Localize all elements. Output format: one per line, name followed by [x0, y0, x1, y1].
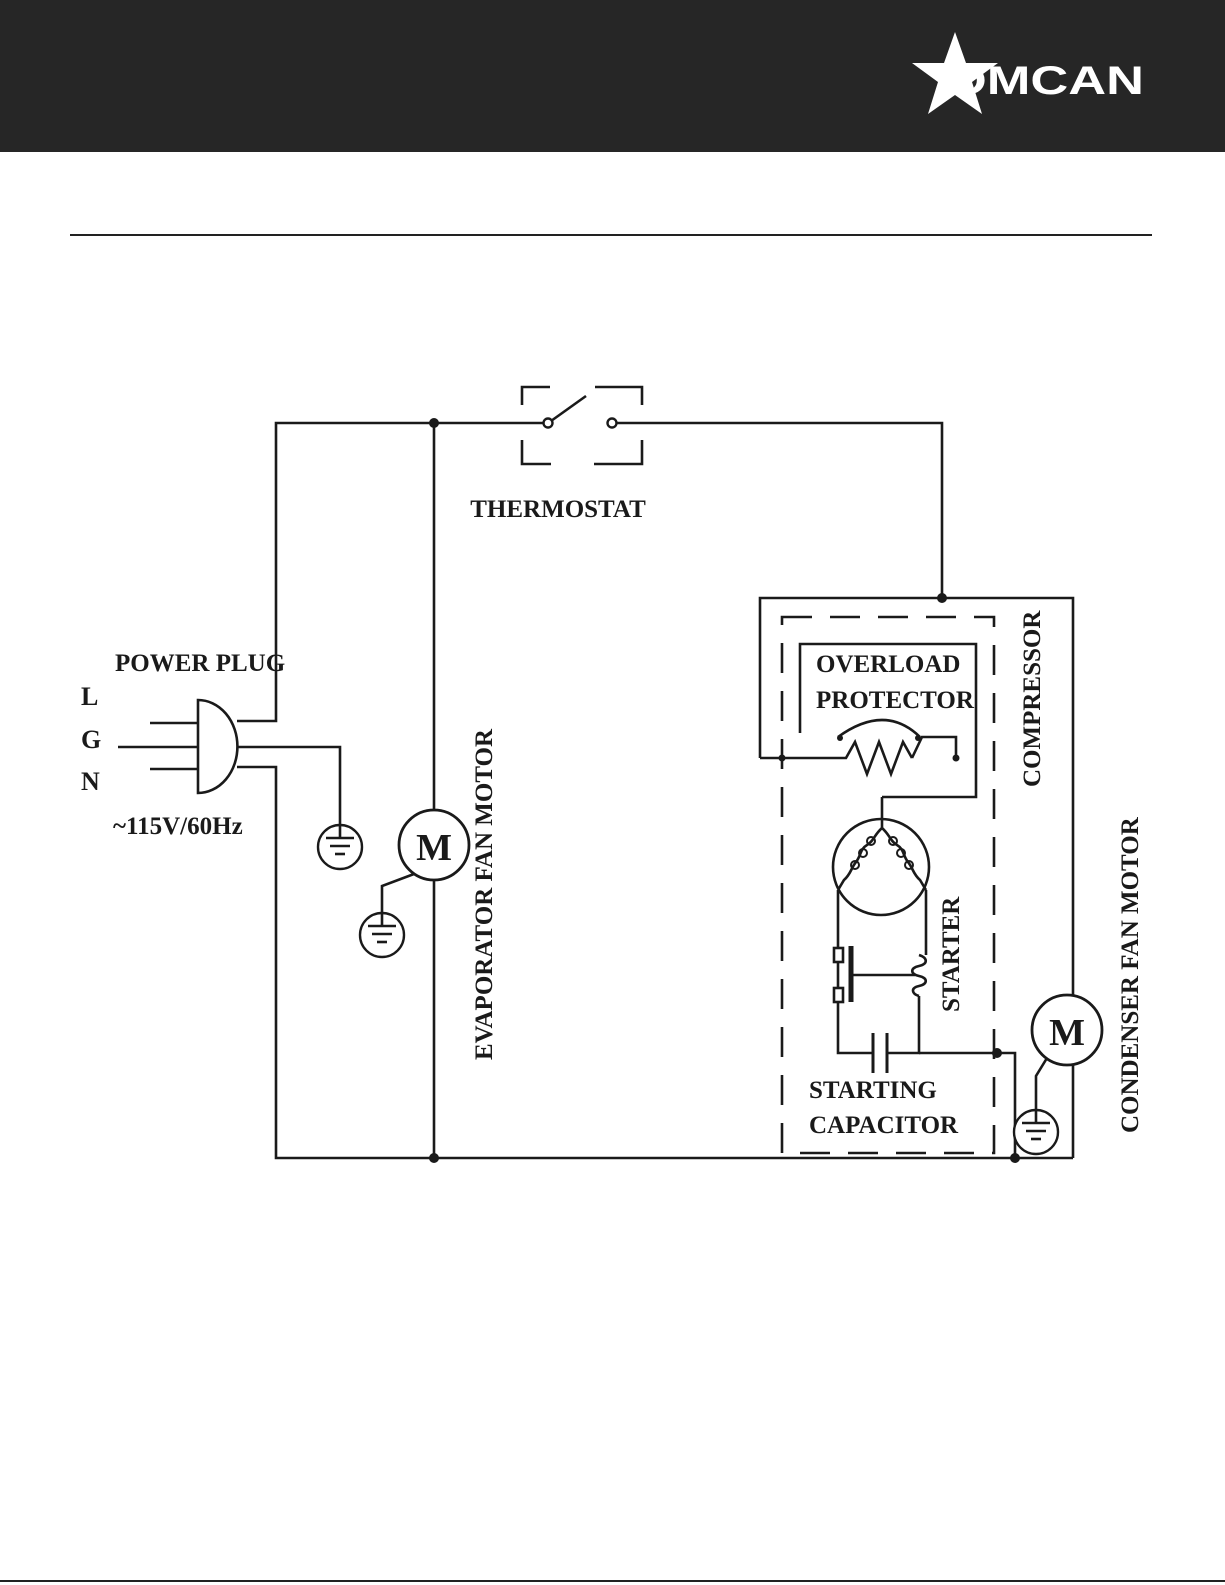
ground-wire [237, 747, 340, 825]
thermostat-to-compressor-wire [640, 423, 942, 598]
evaporator-motor-symbol: M [416, 827, 452, 869]
voltage-label: ~115V/60Hz [113, 813, 243, 840]
starter-coil [912, 955, 926, 996]
evaporator-fan-motor-label: EVAPORATOR FAN MOTOR [471, 728, 498, 1060]
power-plug-label: POWER PLUG [115, 650, 285, 677]
thermostat-symbol [522, 387, 642, 464]
starter-label: STARTER [938, 896, 965, 1012]
ground-icon [1014, 1110, 1058, 1154]
power-plug-symbol [118, 700, 237, 793]
motor-winding-coil [838, 828, 926, 892]
bimetal-disc [838, 720, 920, 737]
condenser-fan-motor-label: CONDENSER FAN MOTOR [1117, 816, 1144, 1133]
ground-terminal-label: G [81, 725, 101, 754]
heater-resistor [782, 742, 912, 774]
condenser-motor-symbol: M [1049, 1012, 1085, 1054]
starting-capacitor-label-2: CAPACITOR [809, 1112, 959, 1139]
overload-protector-label-1: OVERLOAD [816, 651, 960, 678]
compressor-motor-icon [833, 819, 929, 915]
compressor-label: COMPRESSOR [1019, 610, 1046, 787]
ground-icon [318, 825, 362, 869]
starting-capacitor-label-1: STARTING [809, 1077, 937, 1104]
junction-dot [429, 1153, 439, 1163]
condenser-ground-wire [1036, 1058, 1047, 1110]
junction-dot [429, 418, 439, 428]
neutral-terminal-label: N [81, 767, 100, 796]
evaporator-ground-wire [382, 874, 414, 912]
line-terminal-label: L [81, 682, 98, 711]
footer-divider [0, 1580, 1225, 1582]
thermostat-label: THERMOSTAT [470, 496, 646, 523]
overload-protector-label-2: PROTECTOR [816, 687, 975, 714]
ground-icon [360, 913, 404, 957]
